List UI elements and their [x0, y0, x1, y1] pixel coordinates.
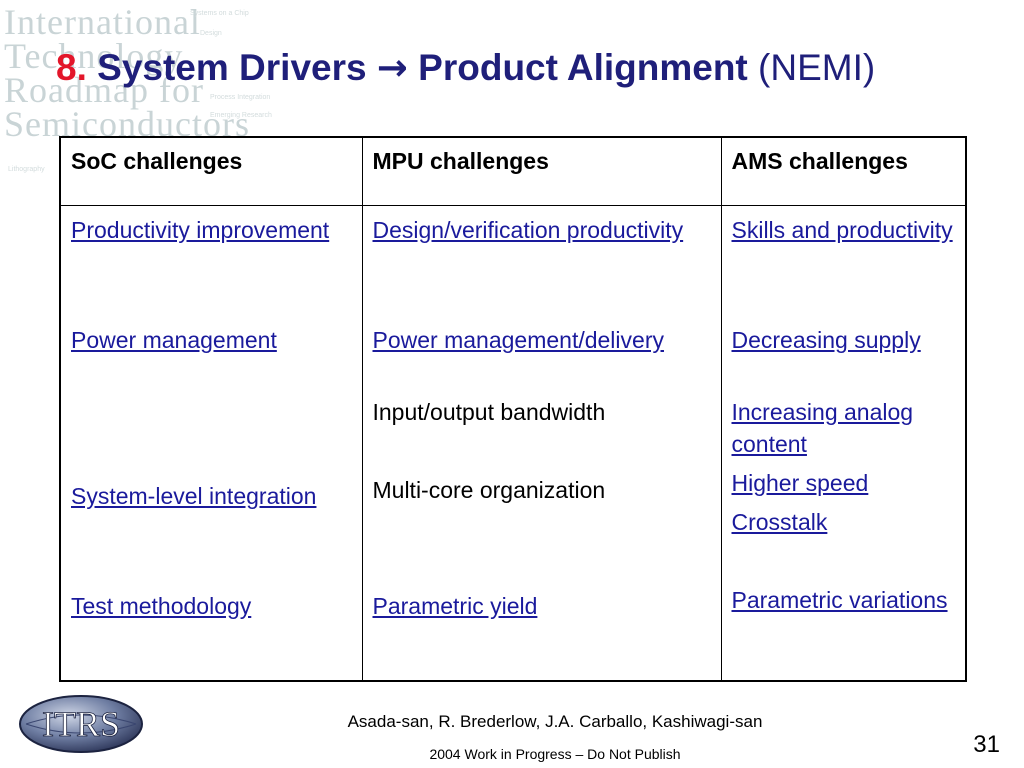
- mpu-item-power-management-delivery[interactable]: Power management/delivery: [372, 326, 664, 353]
- table-header-row: SoC challenges MPU challenges AMS challe…: [59, 136, 967, 206]
- footer-note: 2004 Work in Progress – Do Not Publish: [429, 746, 681, 762]
- watermark-line: International: [4, 2, 201, 42]
- mpu-item-multi-core-organization: Multi-core organization: [372, 476, 606, 503]
- watermark-line: Technology: [4, 36, 184, 76]
- watermark-small-text: Process Integration: [210, 94, 271, 101]
- background-watermark: International Technology Roadmap for Sem…: [0, 0, 330, 190]
- mpu-item-design-verification-productivity[interactable]: Design/verification productivity: [372, 216, 684, 243]
- title-organization: (NEMI): [758, 47, 876, 88]
- ams-item-parametric-variations[interactable]: Parametric variations: [731, 586, 948, 613]
- ams-item-skills-and-productivity[interactable]: Skills and productivity: [731, 216, 953, 243]
- title-part-system-drivers: System Drivers: [97, 47, 367, 88]
- watermark-small-text: Lithography: [8, 166, 45, 173]
- ams-column: Skills and productivity Decreasing suppl…: [720, 204, 967, 682]
- ams-item-crosstalk[interactable]: Crosstalk: [731, 508, 828, 535]
- watermark-small-text: Systems on a Chip: [190, 10, 249, 17]
- soc-column: Productivity improvement Power managemen…: [59, 204, 363, 682]
- itrs-logo-text: ITRS: [42, 704, 120, 744]
- soc-item-system-level-integration[interactable]: System-level integration: [71, 482, 317, 509]
- mpu-column: Design/verification productivity Power m…: [361, 204, 722, 682]
- right-arrow-icon: →: [376, 46, 408, 89]
- page-number: 31: [973, 731, 1000, 758]
- itrs-logo: ITRS: [19, 695, 143, 753]
- table-body-row: Productivity improvement Power managemen…: [59, 204, 967, 682]
- soc-item-power-management[interactable]: Power management: [71, 326, 277, 353]
- watermark-small-text: Design: [200, 30, 222, 37]
- soc-item-test-methodology[interactable]: Test methodology: [71, 592, 252, 619]
- ams-item-increasing-analog-content[interactable]: Increasing analog content: [731, 398, 914, 457]
- ams-item-higher-speed[interactable]: Higher speed: [731, 469, 869, 496]
- mpu-item-parametric-yield[interactable]: Parametric yield: [372, 592, 538, 619]
- slide-number-label: 8.: [56, 47, 87, 88]
- slide-title: 8. System Drivers → Product Alignment (N…: [56, 46, 875, 90]
- watermark-small-text: Emerging Research: [210, 112, 272, 119]
- soc-item-productivity-improvement[interactable]: Productivity improvement: [71, 216, 330, 243]
- header-ams-challenges: AMS challenges: [720, 136, 967, 206]
- footer-authors: Asada-san, R. Brederlow, J.A. Carballo, …: [347, 712, 763, 731]
- header-soc-challenges: SoC challenges: [59, 136, 363, 206]
- title-part-product-alignment: Product Alignment: [418, 47, 748, 88]
- challenges-table: SoC challenges MPU challenges AMS challe…: [59, 136, 967, 682]
- header-mpu-challenges: MPU challenges: [361, 136, 722, 206]
- mpu-item-input-output-bandwidth: Input/output bandwidth: [372, 398, 606, 425]
- ams-item-decreasing-supply[interactable]: Decreasing supply: [731, 326, 921, 353]
- watermark-line: Roadmap for: [4, 70, 204, 110]
